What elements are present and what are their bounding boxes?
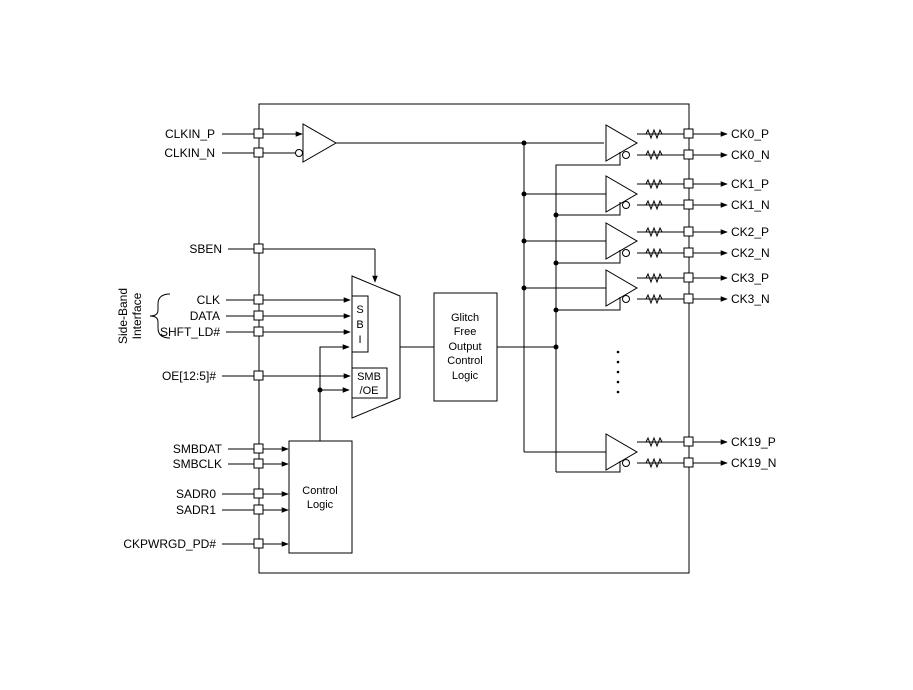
pin-clk [253, 294, 264, 305]
output-label-ck0-p: CK0_P [731, 127, 769, 141]
pin-label-data: DATA [190, 309, 220, 323]
ellipsis-dots [616, 350, 620, 394]
control-logic-block [288, 440, 353, 554]
mux-smb-label: SMB [357, 371, 381, 383]
wire-ctrl-to-sbi [319, 344, 350, 441]
output-label-ck1-n: CK1_N [731, 198, 770, 212]
side-band-label-1: Side-Band [116, 288, 130, 344]
pin-label-smbclk: SMBCLK [173, 457, 222, 471]
mux-smb-oe-box [351, 367, 388, 399]
pin-clkin-n [253, 147, 264, 158]
pin-smbdat [253, 443, 264, 454]
output-label-ck3-p: CK3_P [731, 271, 769, 285]
output-buffer-ck3 [521, 269, 728, 313]
control-logic-line1: Control [302, 485, 337, 497]
pin-label-clk: CLK [197, 293, 220, 307]
side-band-brace [149, 293, 171, 339]
pin-oe [253, 370, 264, 381]
pin-label-oe: OE[12:5]# [162, 369, 216, 383]
invert-bubble [295, 149, 303, 157]
pin-sben [253, 243, 264, 254]
glitch-line2: Free [454, 326, 477, 338]
chip-outline [258, 103, 690, 574]
output-label-ck1-p: CK1_P [731, 177, 769, 191]
output-label-ck2-p: CK2_P [731, 225, 769, 239]
pin-label-smbdat: SMBDAT [173, 442, 223, 456]
output-buffer-ck19 [524, 433, 728, 473]
glitch-line3: Output [448, 341, 481, 353]
pin-label-ckpwrgd: CKPWRGD_PD# [123, 537, 216, 551]
pin-label-clkin-p: CLKIN_P [165, 127, 215, 141]
pin-smbclk [253, 458, 264, 469]
glitch-line5: Logic [452, 370, 479, 382]
pin-data [253, 310, 264, 321]
mux-sbi-i: I [358, 334, 361, 346]
output-label-ck0-n: CK0_N [731, 148, 770, 162]
output-label-ck3-n: CK3_N [731, 292, 770, 306]
pin-label-sben: SBEN [189, 242, 222, 256]
mux-sbi-s: S [356, 304, 363, 316]
mux-sbi-b: B [356, 319, 363, 331]
output-label-ck2-n: CK2_N [731, 246, 770, 260]
output-buffer-ck2 [521, 222, 728, 266]
side-band-label-2: Interface [130, 292, 144, 339]
pin-ckpwrgd [253, 538, 264, 549]
pin-clkin-p [253, 128, 264, 139]
pin-sadr1 [253, 504, 264, 515]
pin-sadr0 [253, 488, 264, 499]
output-label-ck19-p: CK19_P [731, 435, 776, 449]
pin-label-shft-ld: SHFT_LD# [160, 325, 220, 339]
glitch-line1: Glitch [451, 312, 479, 324]
output-buffer-ck0 [521, 124, 728, 347]
junction-ctrl [317, 387, 323, 393]
output-label-ck19-n: CK19_N [731, 456, 776, 470]
output-buffer-ck1 [521, 175, 728, 218]
pin-label-clkin-n: CLKIN_N [164, 146, 215, 160]
control-logic-line2: Logic [307, 499, 334, 511]
pin-label-sadr1: SADR1 [176, 503, 216, 517]
pin-shft-ld [253, 326, 264, 337]
input-buffer [302, 123, 338, 163]
glitch-line4: Control [447, 355, 482, 367]
pin-label-sadr0: SADR0 [176, 487, 216, 501]
mux-oe-label: /OE [360, 385, 379, 397]
mux-sbi-box [351, 295, 369, 353]
